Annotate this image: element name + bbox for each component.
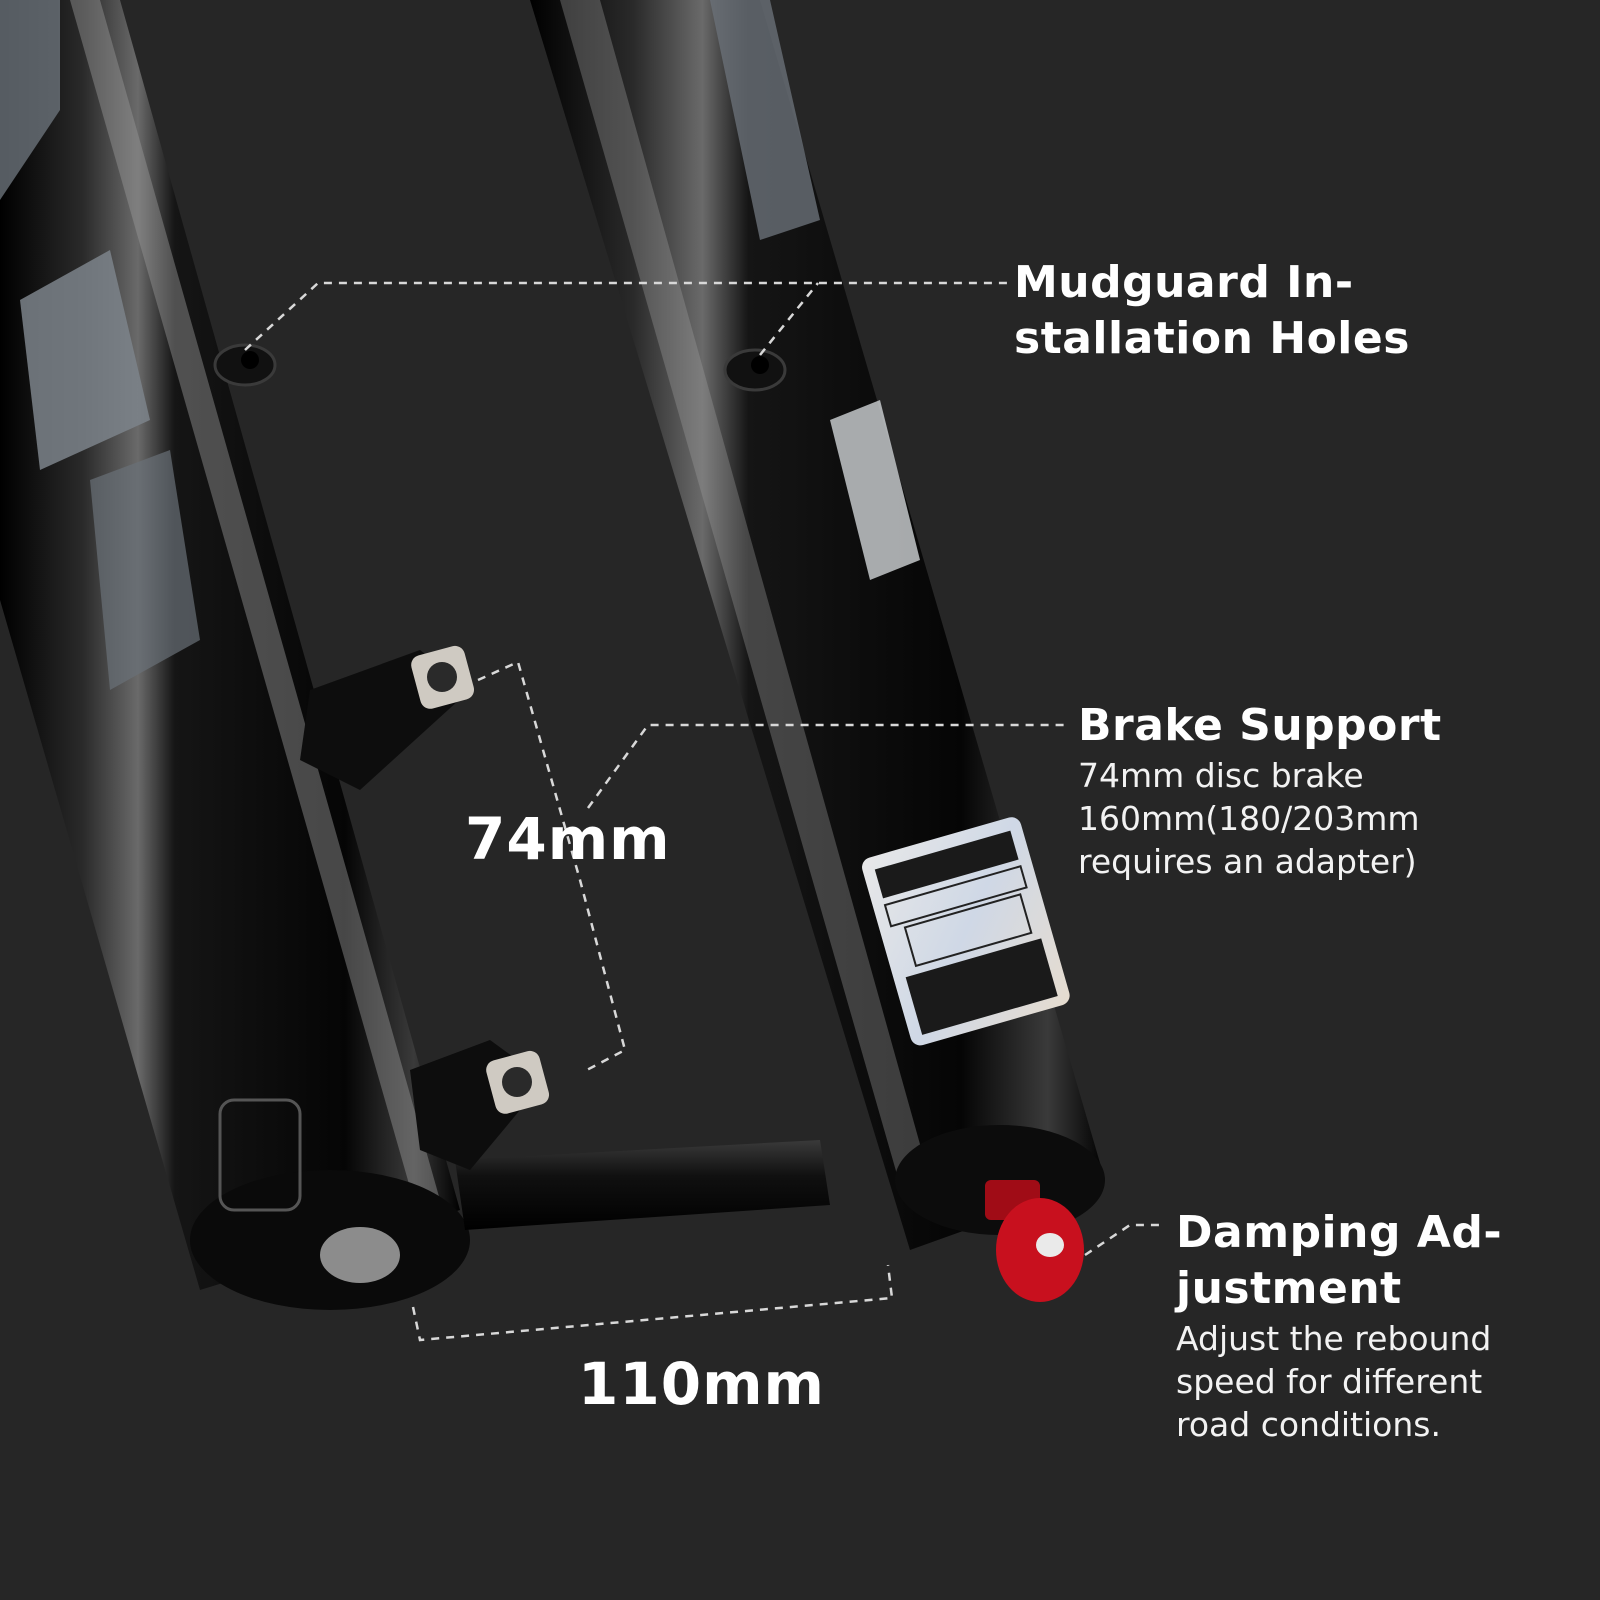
damping-title-line1: Damping Ad-	[1176, 1207, 1503, 1258]
brake-line2: 160mm(180/203mm	[1078, 799, 1420, 838]
damping-line2: speed for different	[1176, 1362, 1483, 1401]
leg-decal	[0, 0, 60, 200]
axle-bolt	[320, 1227, 400, 1283]
leg-decal	[90, 450, 200, 690]
mudguard-callout: Mudguard In- stallation Holes	[1014, 255, 1410, 367]
mudguard-hole-left	[213, 343, 277, 387]
dimension-74-bracket	[477, 660, 627, 1074]
warning-label	[862, 817, 1070, 1046]
leg-decal	[830, 400, 920, 580]
series-badge	[218, 1098, 302, 1212]
brake-line1: 74mm disc brake	[1078, 756, 1364, 795]
damping-leader	[1084, 1223, 1163, 1257]
mudguard-leader	[759, 282, 819, 356]
dimension-110-bracket	[411, 1264, 894, 1342]
brake-callout: Brake Support 74mm disc brake 160mm(180/…	[1078, 698, 1442, 883]
damping-callout: Damping Ad- justment Adjust the rebound …	[1176, 1205, 1502, 1446]
leg-decal	[710, 0, 820, 240]
mudguard-title-line2: stallation Holes	[1014, 313, 1410, 364]
right-fork-leg	[530, 0, 1105, 1250]
leader-lines	[244, 281, 1163, 1342]
brake-line3: requires an adapter)	[1078, 842, 1417, 881]
brake-title: Brake Support	[1078, 700, 1442, 751]
left-fork-leg	[0, 0, 470, 1310]
brake-leader	[586, 723, 1068, 809]
mudguard-title-line1: Mudguard In-	[1014, 257, 1354, 308]
damping-line3: road conditions.	[1176, 1405, 1441, 1444]
mudguard-leader	[244, 281, 1008, 351]
brake-mount-upper	[300, 645, 475, 790]
axle-spacing-label: 110mm	[578, 1350, 825, 1418]
mudguard-hole-right	[723, 348, 787, 392]
damping-line1: Adjust the rebound	[1176, 1319, 1492, 1358]
damping-knob	[985, 1180, 1084, 1302]
brake-spacing-label: 74mm	[465, 805, 671, 873]
through-axle	[455, 1140, 830, 1230]
damping-title-line2: justment	[1176, 1263, 1402, 1314]
brake-mount-lower	[410, 1040, 550, 1170]
leg-decal	[20, 250, 150, 470]
